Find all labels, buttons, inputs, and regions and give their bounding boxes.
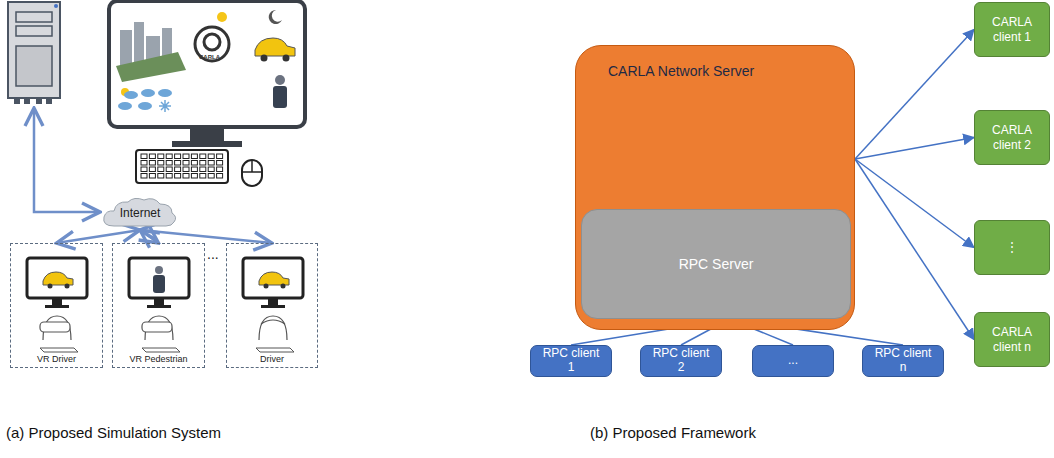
node-text: VR Driver xyxy=(37,354,76,364)
node-text: Internet xyxy=(120,206,161,220)
carla-client: CARLA client 2 xyxy=(974,110,1050,165)
carla-client: CARLA client 1 xyxy=(974,2,1050,57)
connector xyxy=(855,159,974,248)
logo-text: CARLA xyxy=(199,54,220,60)
network-link xyxy=(34,108,100,212)
node-text: VR Pedestrian xyxy=(129,354,187,364)
node-text: ... xyxy=(788,354,798,368)
node-text: ⋮ xyxy=(1006,240,1018,254)
node-text: RPC client 1 xyxy=(539,347,603,375)
user-station: Driver xyxy=(226,243,318,368)
connector xyxy=(855,30,974,160)
caption: (a) Proposed Simulation System xyxy=(6,424,221,441)
node-text: CARLA client 1 xyxy=(985,15,1039,44)
node-text: Driver xyxy=(260,354,284,364)
user-station: VR Driver xyxy=(10,243,103,368)
node-text: RPC client n xyxy=(871,347,935,375)
user-stations xyxy=(27,258,303,352)
user-station: VR Pedestrian xyxy=(112,243,205,368)
mouse xyxy=(242,160,262,186)
rpc-client: RPC client n xyxy=(862,345,944,377)
carla-client: ⋮ xyxy=(974,220,1050,275)
simulator-monitor xyxy=(109,1,305,147)
rpc-client: RPC client 2 xyxy=(640,345,722,377)
connector xyxy=(57,230,141,243)
keyboard xyxy=(136,150,228,183)
carla-client: CARLA client n xyxy=(974,312,1050,367)
connector xyxy=(855,138,974,160)
network-server: CARLA Network ServerRPC Server xyxy=(575,45,855,330)
rpc-client: ... xyxy=(752,345,834,377)
node-text: CARLA client 2 xyxy=(985,123,1039,152)
internet-cloud: Internet xyxy=(100,196,180,230)
ellipsis: ... xyxy=(207,246,219,262)
caption: (b) Proposed Framework xyxy=(590,424,756,441)
node-text: RPC Server xyxy=(679,256,754,272)
server-tower xyxy=(8,2,60,104)
rpc-client: RPC client 1 xyxy=(530,345,612,377)
node-text: CARLA Network Server xyxy=(608,63,754,79)
rpc-server: RPC Server xyxy=(581,209,851,319)
connector xyxy=(855,159,974,340)
node-text: CARLA client n xyxy=(985,325,1039,354)
node-text: RPC client 2 xyxy=(649,347,713,375)
connector xyxy=(140,230,272,243)
